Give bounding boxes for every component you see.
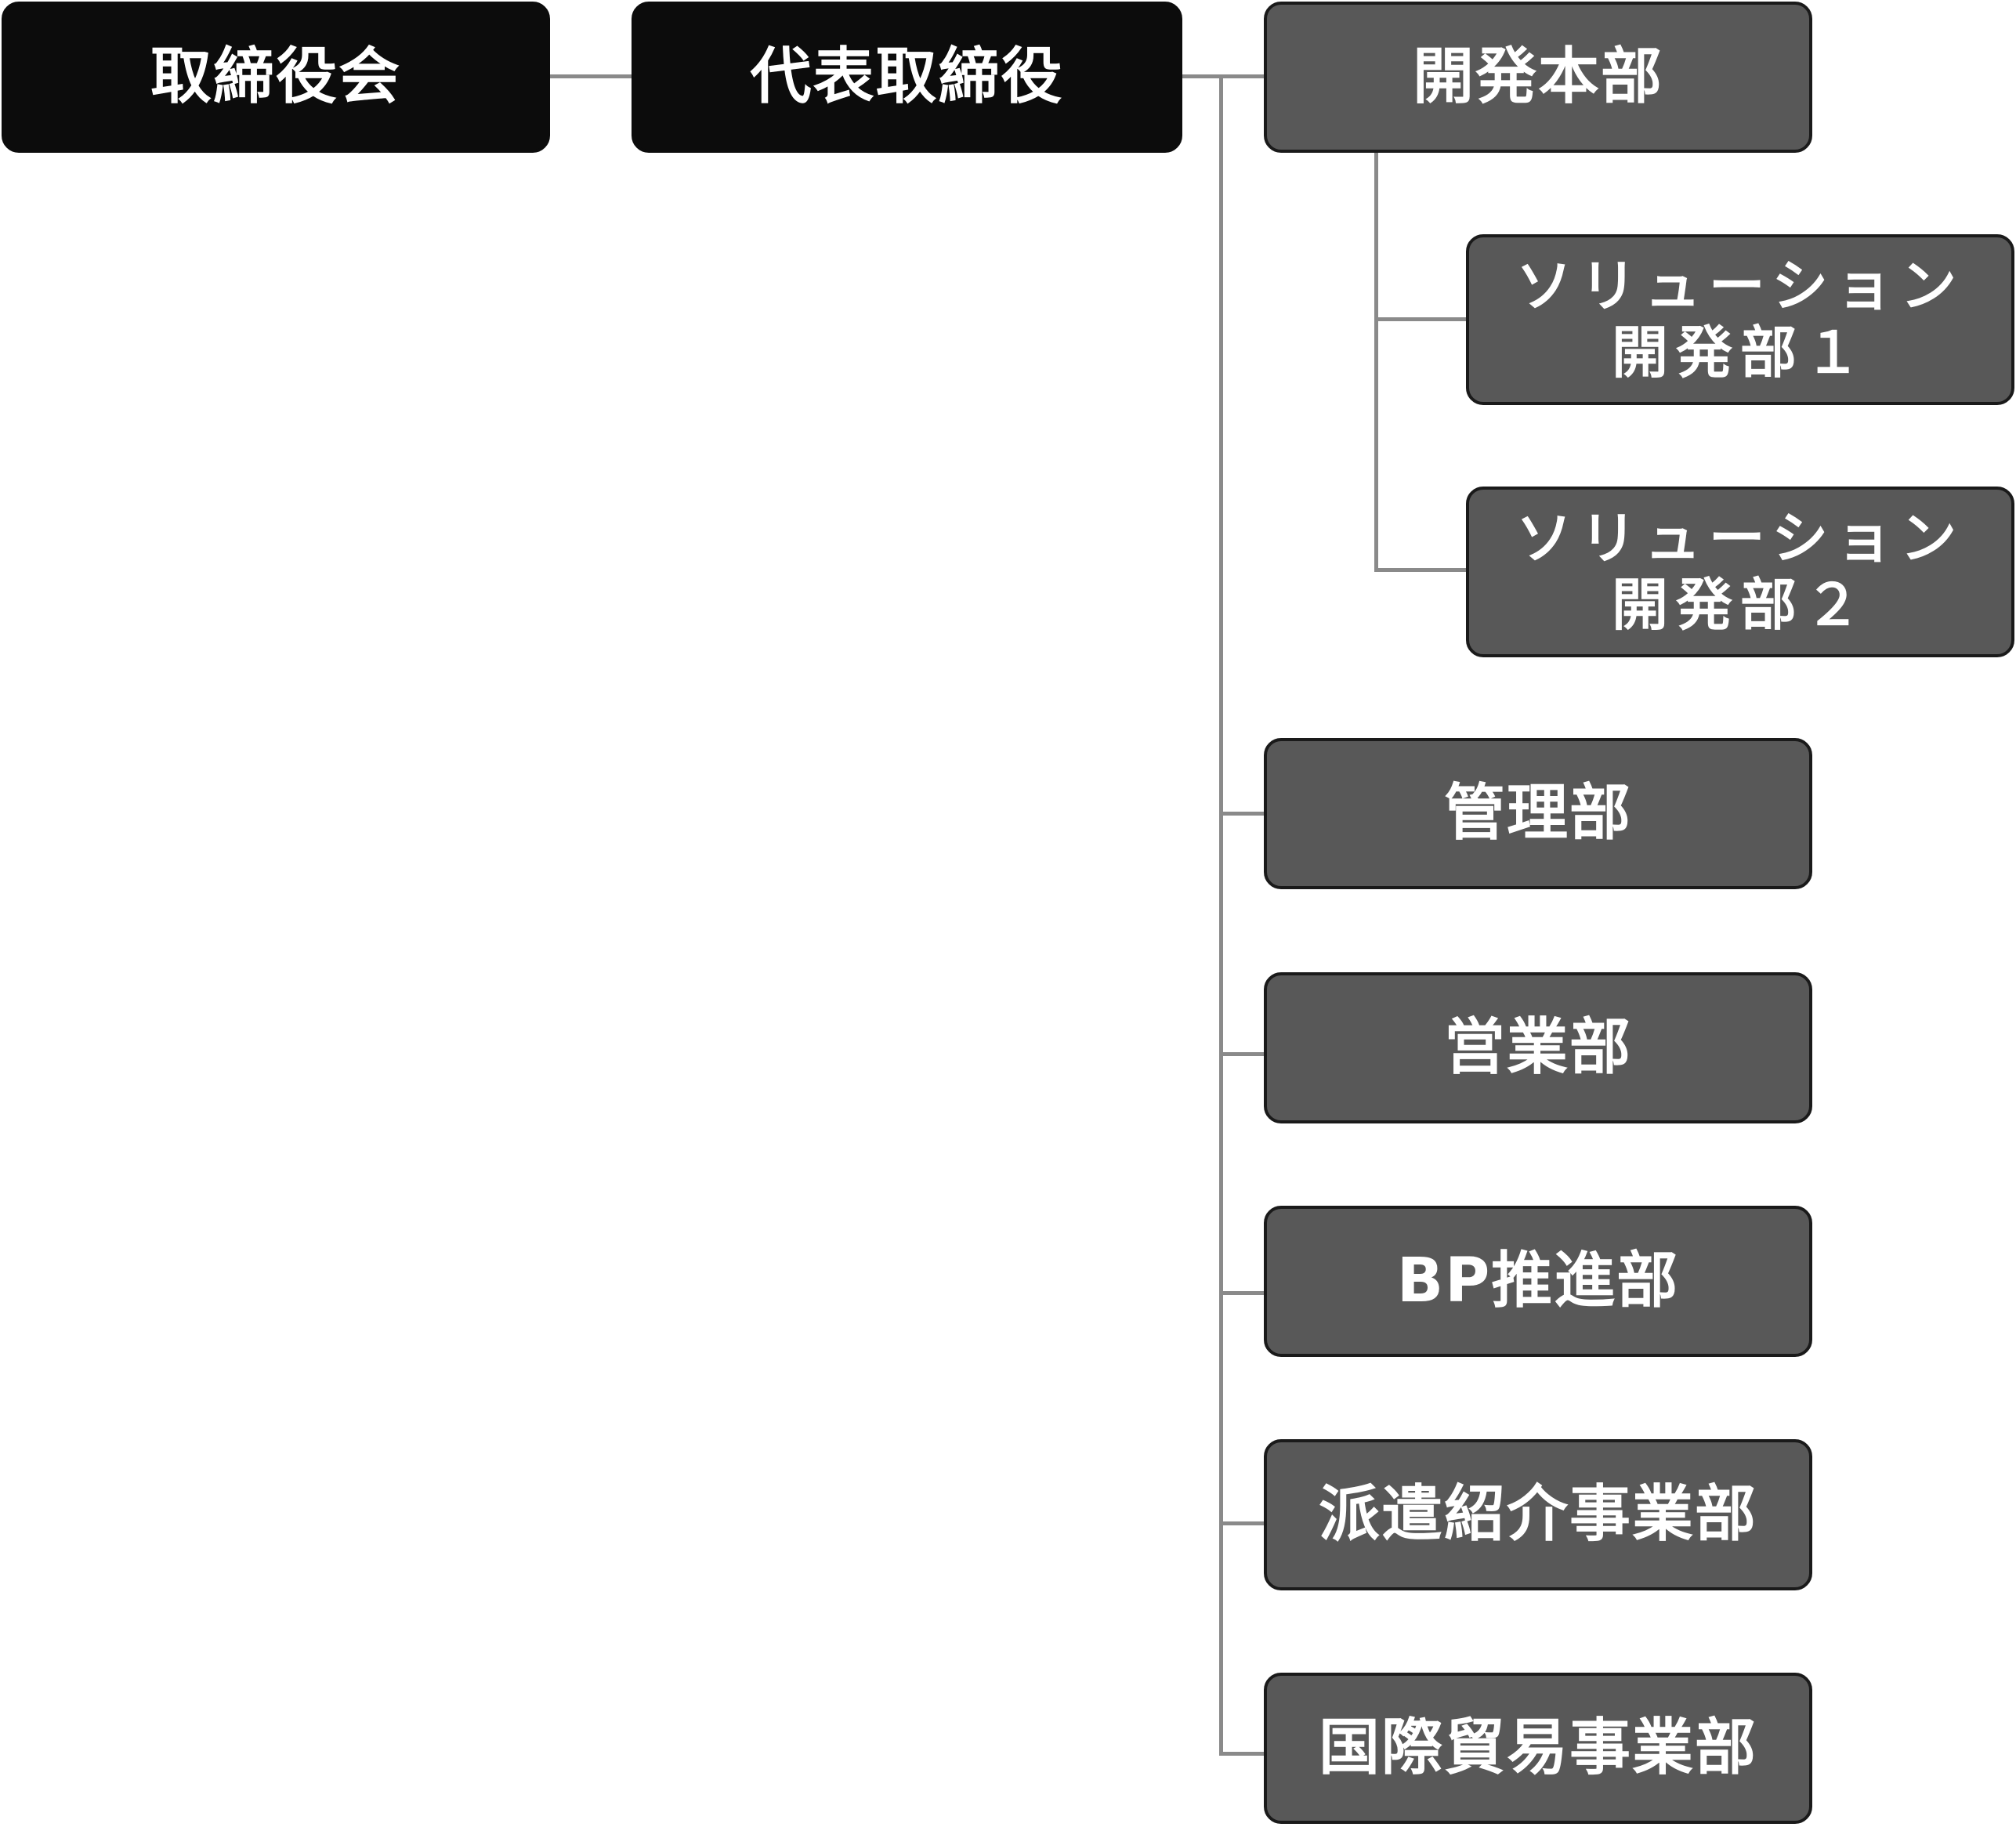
- connector-dev-vertical: [1374, 153, 1378, 572]
- connector-board-ceo: [548, 74, 633, 78]
- node-solution-dev-2: ソリューション 開発部２: [1466, 487, 2014, 657]
- node-solution-dev-1: ソリューション 開発部１: [1466, 234, 2014, 405]
- node-haken-shokai: 派遣紹介事業部: [1264, 1439, 1812, 1590]
- connector-boeki: [1219, 1752, 1266, 1756]
- node-eigyo: 営業部: [1264, 972, 1812, 1123]
- connector-kanri: [1219, 812, 1266, 816]
- connector-main-vertical: [1219, 74, 1223, 1756]
- node-kanri: 管理部: [1264, 738, 1812, 889]
- node-dev-headquarters: 開発本部: [1264, 2, 1812, 153]
- node-ceo: 代表取締役: [632, 2, 1182, 153]
- connector-dev-sub2: [1374, 568, 1468, 572]
- connector-ceo-spine: [1182, 74, 1266, 78]
- connector-eigyo: [1219, 1052, 1266, 1056]
- node-bp-suishin: BP推進部: [1264, 1206, 1812, 1357]
- node-kokusai-boeki: 国際貿易事業部: [1264, 1673, 1812, 1824]
- connector-bp: [1219, 1291, 1266, 1295]
- connector-haken: [1219, 1521, 1266, 1525]
- connector-dev-sub1: [1374, 317, 1468, 321]
- node-board: 取締役会: [2, 2, 550, 153]
